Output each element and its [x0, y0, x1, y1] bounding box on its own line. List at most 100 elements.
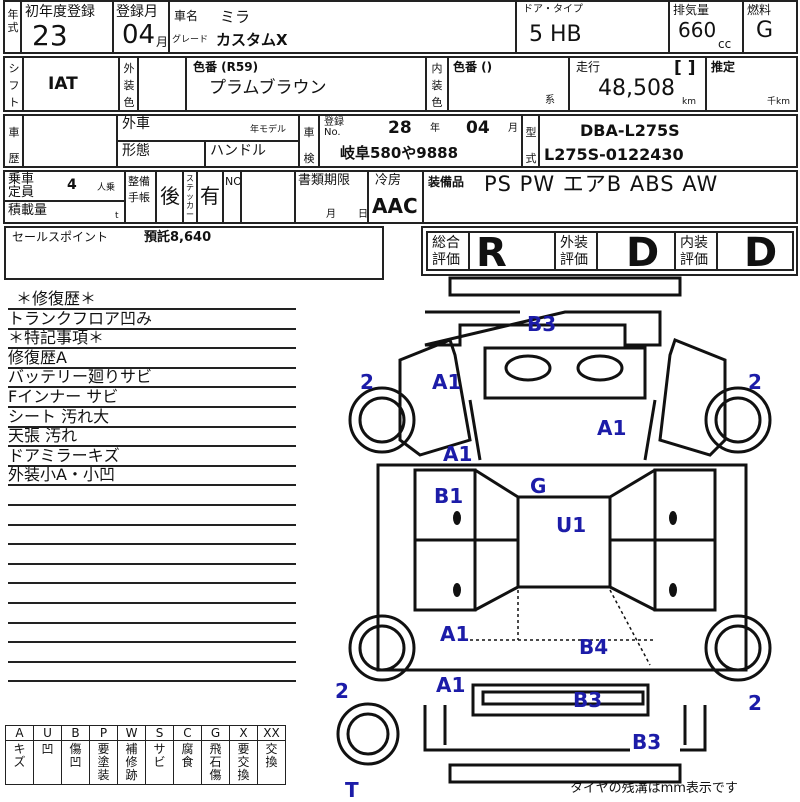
legend-meaning: 傷凹	[61, 740, 90, 785]
reg-month: 04	[122, 20, 156, 50]
front-bumper	[448, 276, 682, 297]
int-color-label: 内装色	[431, 62, 443, 109]
exterior-grade-cell: D	[596, 231, 676, 273]
damage-label: A1	[597, 416, 627, 440]
headlight-right	[576, 354, 624, 382]
sticker-label-cell: ステッカー	[182, 170, 198, 224]
shift: IAT	[48, 74, 78, 94]
damage-label: G	[530, 474, 547, 498]
legend-code: XX	[257, 725, 286, 741]
door-type-label: ドア・タイプ	[523, 4, 583, 15]
damage-label: B3	[527, 312, 557, 336]
legend-meaning: 補修跡	[117, 740, 146, 785]
ext-color-blank	[137, 56, 187, 112]
docs-day: 日	[358, 209, 368, 220]
inspection-month: 04	[466, 118, 490, 138]
door-type: 5 HB	[529, 22, 582, 47]
model-code: DBA-L275S	[580, 121, 680, 140]
interior-grade-cell: D	[716, 231, 794, 273]
damage-label: A1	[436, 673, 466, 697]
int-color-code-label: 色番 ()	[453, 60, 493, 74]
tires	[336, 386, 772, 766]
sales-point-label: セールスポイント	[12, 230, 109, 244]
month-unit-2: 月	[508, 123, 518, 134]
ext-color-label: 外装色	[123, 62, 135, 109]
capacity-label: 乗車定員	[8, 172, 35, 200]
trunk	[471, 683, 650, 717]
roof	[516, 495, 612, 589]
inspection-year: 28	[388, 118, 412, 138]
shift-label-cell: シフト	[3, 56, 24, 112]
rear-bumper	[448, 763, 682, 784]
reg-no-label: 登録 No.	[324, 117, 344, 138]
sticker-label: ステッカー	[186, 174, 194, 219]
note-line: 外装小A・小凹	[8, 466, 296, 487]
interior-label: 内装評価	[680, 235, 708, 268]
fender-right	[658, 338, 727, 457]
manual-label-cell: 整備手帳	[124, 170, 157, 224]
legend-meaning: 要交換	[229, 740, 258, 785]
note-line: トランクフロア凹み	[8, 309, 296, 330]
fender-left	[398, 338, 472, 457]
history-label: 車歴	[8, 126, 20, 165]
import-label: 外車	[122, 116, 150, 132]
note-line	[8, 623, 296, 644]
damage-label: A1	[440, 622, 470, 646]
mileage-label: 走行	[576, 60, 601, 74]
note-line	[8, 545, 296, 565]
rear-panel	[470, 589, 655, 666]
car-name-cell: 車名ミラグレードカスタムX	[168, 0, 517, 54]
sales-point-box: セールスポイント 預託8,640	[4, 226, 384, 280]
equipment-label: 装備品	[428, 175, 465, 189]
damage-label: T	[345, 778, 359, 802]
overall-label: 総合評価	[432, 235, 460, 268]
inspection-label: 車検	[303, 126, 315, 165]
chassis-number: L275S-0122430	[544, 145, 684, 164]
damage-label: A1	[432, 370, 462, 394]
headlight-left	[504, 354, 552, 382]
rear-bumper-frame	[423, 705, 707, 752]
manual-label: 整備手帳	[128, 175, 150, 204]
model-cell: DBA-L275S L275S-0122430	[538, 114, 798, 168]
legend-meaning: 交換	[257, 740, 286, 785]
import-cell: 外車年モデル	[116, 114, 300, 142]
handle-label: ハンドル	[210, 143, 266, 159]
int-color-cell: 色番 ()系	[447, 56, 570, 112]
sales-point-value: 預託8,640	[144, 230, 212, 245]
grade-label: グレード	[172, 35, 209, 45]
note-line: ＊修復歴＊	[8, 290, 296, 310]
note-line: バッテリー廻りサビ	[8, 368, 296, 389]
car-name: ミラ	[220, 8, 251, 26]
damage-label: B3	[632, 730, 662, 754]
model-year-label: 年モデル	[250, 125, 287, 135]
color-code-label: 色番 (R59)	[193, 60, 259, 74]
exterior-label-cell: 外装評価	[554, 231, 598, 271]
first-reg-year: 23	[32, 19, 68, 52]
sticker-cell: 有	[196, 170, 224, 224]
estimate-unit: 千km	[767, 97, 790, 107]
reg-month-label: 登録月	[116, 4, 158, 20]
damage-label: 2	[360, 370, 374, 394]
tire-tread-note: タイヤの残溝はmm表示です	[570, 781, 738, 796]
note-line: 天張 汚れ	[8, 427, 296, 448]
damage-label: B1	[434, 484, 464, 508]
fuel: G	[756, 18, 774, 43]
damage-label: B3	[573, 688, 603, 712]
displacement-unit: cc	[718, 37, 732, 51]
mileage: 48,508	[598, 76, 675, 101]
note-line: シート 汚れ大	[8, 407, 296, 428]
estimate-label: 推定	[711, 60, 736, 74]
license-plate: 岐阜580や9888	[340, 144, 459, 162]
note-line: Fインナー サビ	[8, 388, 296, 408]
body-outline	[376, 463, 748, 672]
manual-value: 後	[160, 184, 180, 208]
damage-label: 2	[335, 679, 349, 703]
